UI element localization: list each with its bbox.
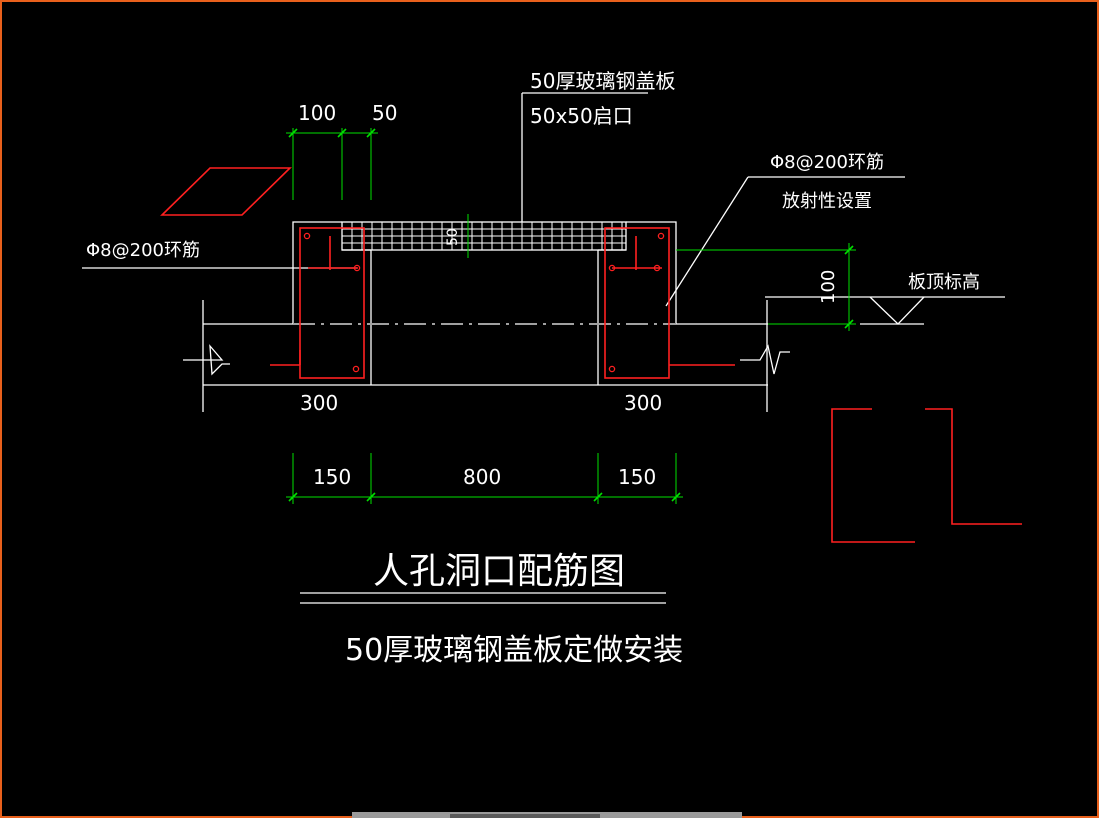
dim-base-right: 300 — [624, 391, 662, 415]
drawing-title: 人孔洞口配筋图 — [373, 551, 625, 592]
drawing-subtitle: 50厚玻璃钢盖板定做安装 — [345, 633, 683, 668]
rebar-dot — [608, 264, 616, 272]
ring-right-callout-line2: 放射性设置 — [782, 191, 872, 212]
cover-plate-grid — [342, 222, 626, 250]
ring-right-leader — [665, 176, 749, 307]
slab-top-elevation-label: 板顶标高 — [908, 272, 980, 293]
rebar-dot — [657, 232, 665, 240]
dim-cover-thickness-label: 50 — [445, 228, 461, 246]
dim-base-left: 300 — [300, 391, 338, 415]
dim-bottom-right: 150 — [618, 465, 656, 489]
cover-callout-line2: 50x50启口 — [530, 104, 633, 128]
dimension-lines — [286, 128, 856, 504]
cover-callout-line1: 50厚玻璃钢盖板 — [530, 69, 675, 93]
right-ring-rebar — [604, 227, 670, 379]
dim-tick — [288, 492, 298, 502]
break-symbol-right — [740, 344, 790, 375]
dim-height-right: 100 — [818, 270, 839, 304]
rebar-detail-z-shape — [925, 408, 1022, 525]
dim-tick — [844, 245, 854, 255]
left-ring-rebar — [299, 227, 365, 379]
dim-tick — [337, 128, 347, 138]
rebar-lines — [160, 167, 1022, 543]
rebar-dot — [352, 365, 360, 373]
dim-bottom-mid: 800 — [463, 465, 501, 489]
dim-top-left: 100 — [298, 101, 336, 125]
dim-tick — [671, 492, 681, 502]
rebar-sketch-parallelogram — [160, 167, 292, 216]
elevation-triangle — [869, 296, 925, 325]
rebar-dot — [653, 264, 661, 272]
drawing-text: 50厚玻璃钢盖板 50x50启口 Φ8@200环筋 放射性设置 Φ8@200环筋… — [86, 69, 980, 668]
dim-tick — [366, 492, 376, 502]
rebar-dot — [353, 264, 361, 272]
ring-right-callout-line1: Φ8@200环筋 — [770, 152, 884, 173]
scrollbar-thumb[interactable] — [450, 814, 600, 818]
rebar-dot — [608, 365, 616, 373]
dim-top-right: 50 — [372, 101, 397, 125]
rebar-detail-l-shape — [831, 408, 915, 543]
dim-tick — [844, 319, 854, 329]
dim-tick — [366, 128, 376, 138]
dim-bottom-left: 150 — [313, 465, 351, 489]
dim-tick — [288, 128, 298, 138]
dim-tick — [593, 492, 603, 502]
ring-left-callout: Φ8@200环筋 — [86, 240, 200, 261]
dimension-ticks — [288, 128, 854, 502]
rebar-dot — [303, 232, 311, 240]
rebar-dots — [303, 232, 665, 373]
left-upstand-outer — [292, 221, 342, 324]
break-symbol-left — [183, 344, 230, 376]
